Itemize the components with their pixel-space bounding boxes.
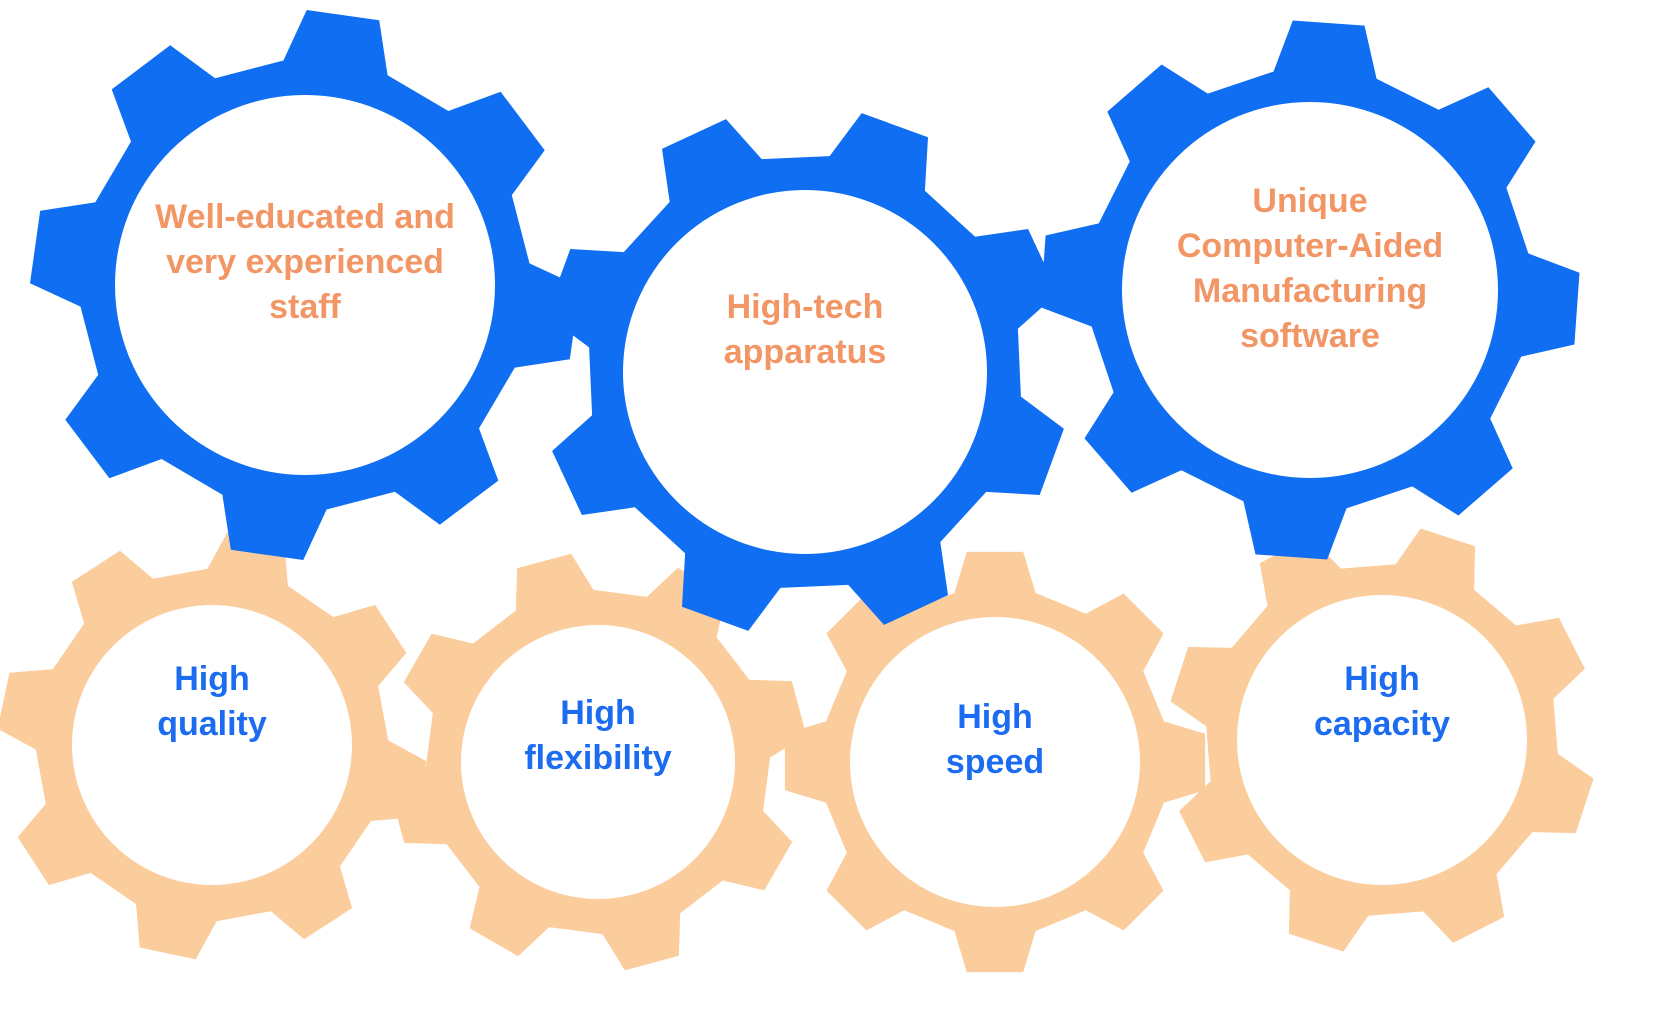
gear-label-line: quality	[157, 705, 267, 743]
gear-label-line: High	[174, 660, 250, 698]
gear-label: High speed	[946, 698, 1044, 781]
gear-label-line: speed	[946, 743, 1044, 781]
gear-label: Well-educated and very experienced staff	[155, 198, 455, 326]
gear-bottom_row-1: High quality	[0, 530, 427, 960]
gear-label-line: capacity	[1314, 705, 1450, 743]
gear-label: High capacity	[1314, 660, 1450, 743]
gear-label-line: High	[1344, 660, 1420, 698]
gear-bottom_row-4: High capacity	[1170, 528, 1594, 952]
gear-label-line: High	[560, 694, 636, 732]
gear-hub	[1122, 102, 1498, 478]
gear-label-line: Manufacturing	[1193, 272, 1427, 310]
gear-hub	[850, 617, 1140, 907]
gear-label-line: Well-educated and	[155, 198, 455, 236]
gear-hub	[115, 95, 495, 475]
gear-label-line: High-tech	[727, 288, 884, 326]
gear-label: High flexibility	[524, 694, 671, 777]
gear-hub	[623, 190, 987, 554]
gear-label-line: staff	[269, 288, 341, 326]
gear-label-line: Computer-Aided	[1177, 227, 1443, 265]
bottom-gear-row: High quality High flexibility High speed High c…	[0, 528, 1594, 973]
gear-bottom_row-2: High flexibility	[389, 553, 807, 971]
top-gear-row: Well-educated and very experienced staff Hi…	[30, 10, 1580, 631]
gear-bottom_row-3: High speed	[784, 551, 1206, 973]
gear-top_row-2: High-tech apparatus	[546, 113, 1064, 631]
gear-label: High quality	[157, 660, 267, 743]
gear-hub	[461, 625, 735, 899]
gear-label-line: Unique	[1252, 182, 1367, 220]
gear-label-line: software	[1240, 317, 1380, 355]
gear-label-line: flexibility	[524, 739, 671, 777]
gear-label: High-tech apparatus	[724, 288, 887, 371]
gear-label-line: very experienced	[166, 243, 444, 281]
gear-label-line: apparatus	[724, 333, 887, 371]
gear-hub	[72, 605, 352, 885]
gear-top_row-1: Well-educated and very experienced staff	[30, 10, 580, 560]
gear-hub	[1237, 595, 1527, 885]
gear-label-line: High	[957, 698, 1033, 736]
